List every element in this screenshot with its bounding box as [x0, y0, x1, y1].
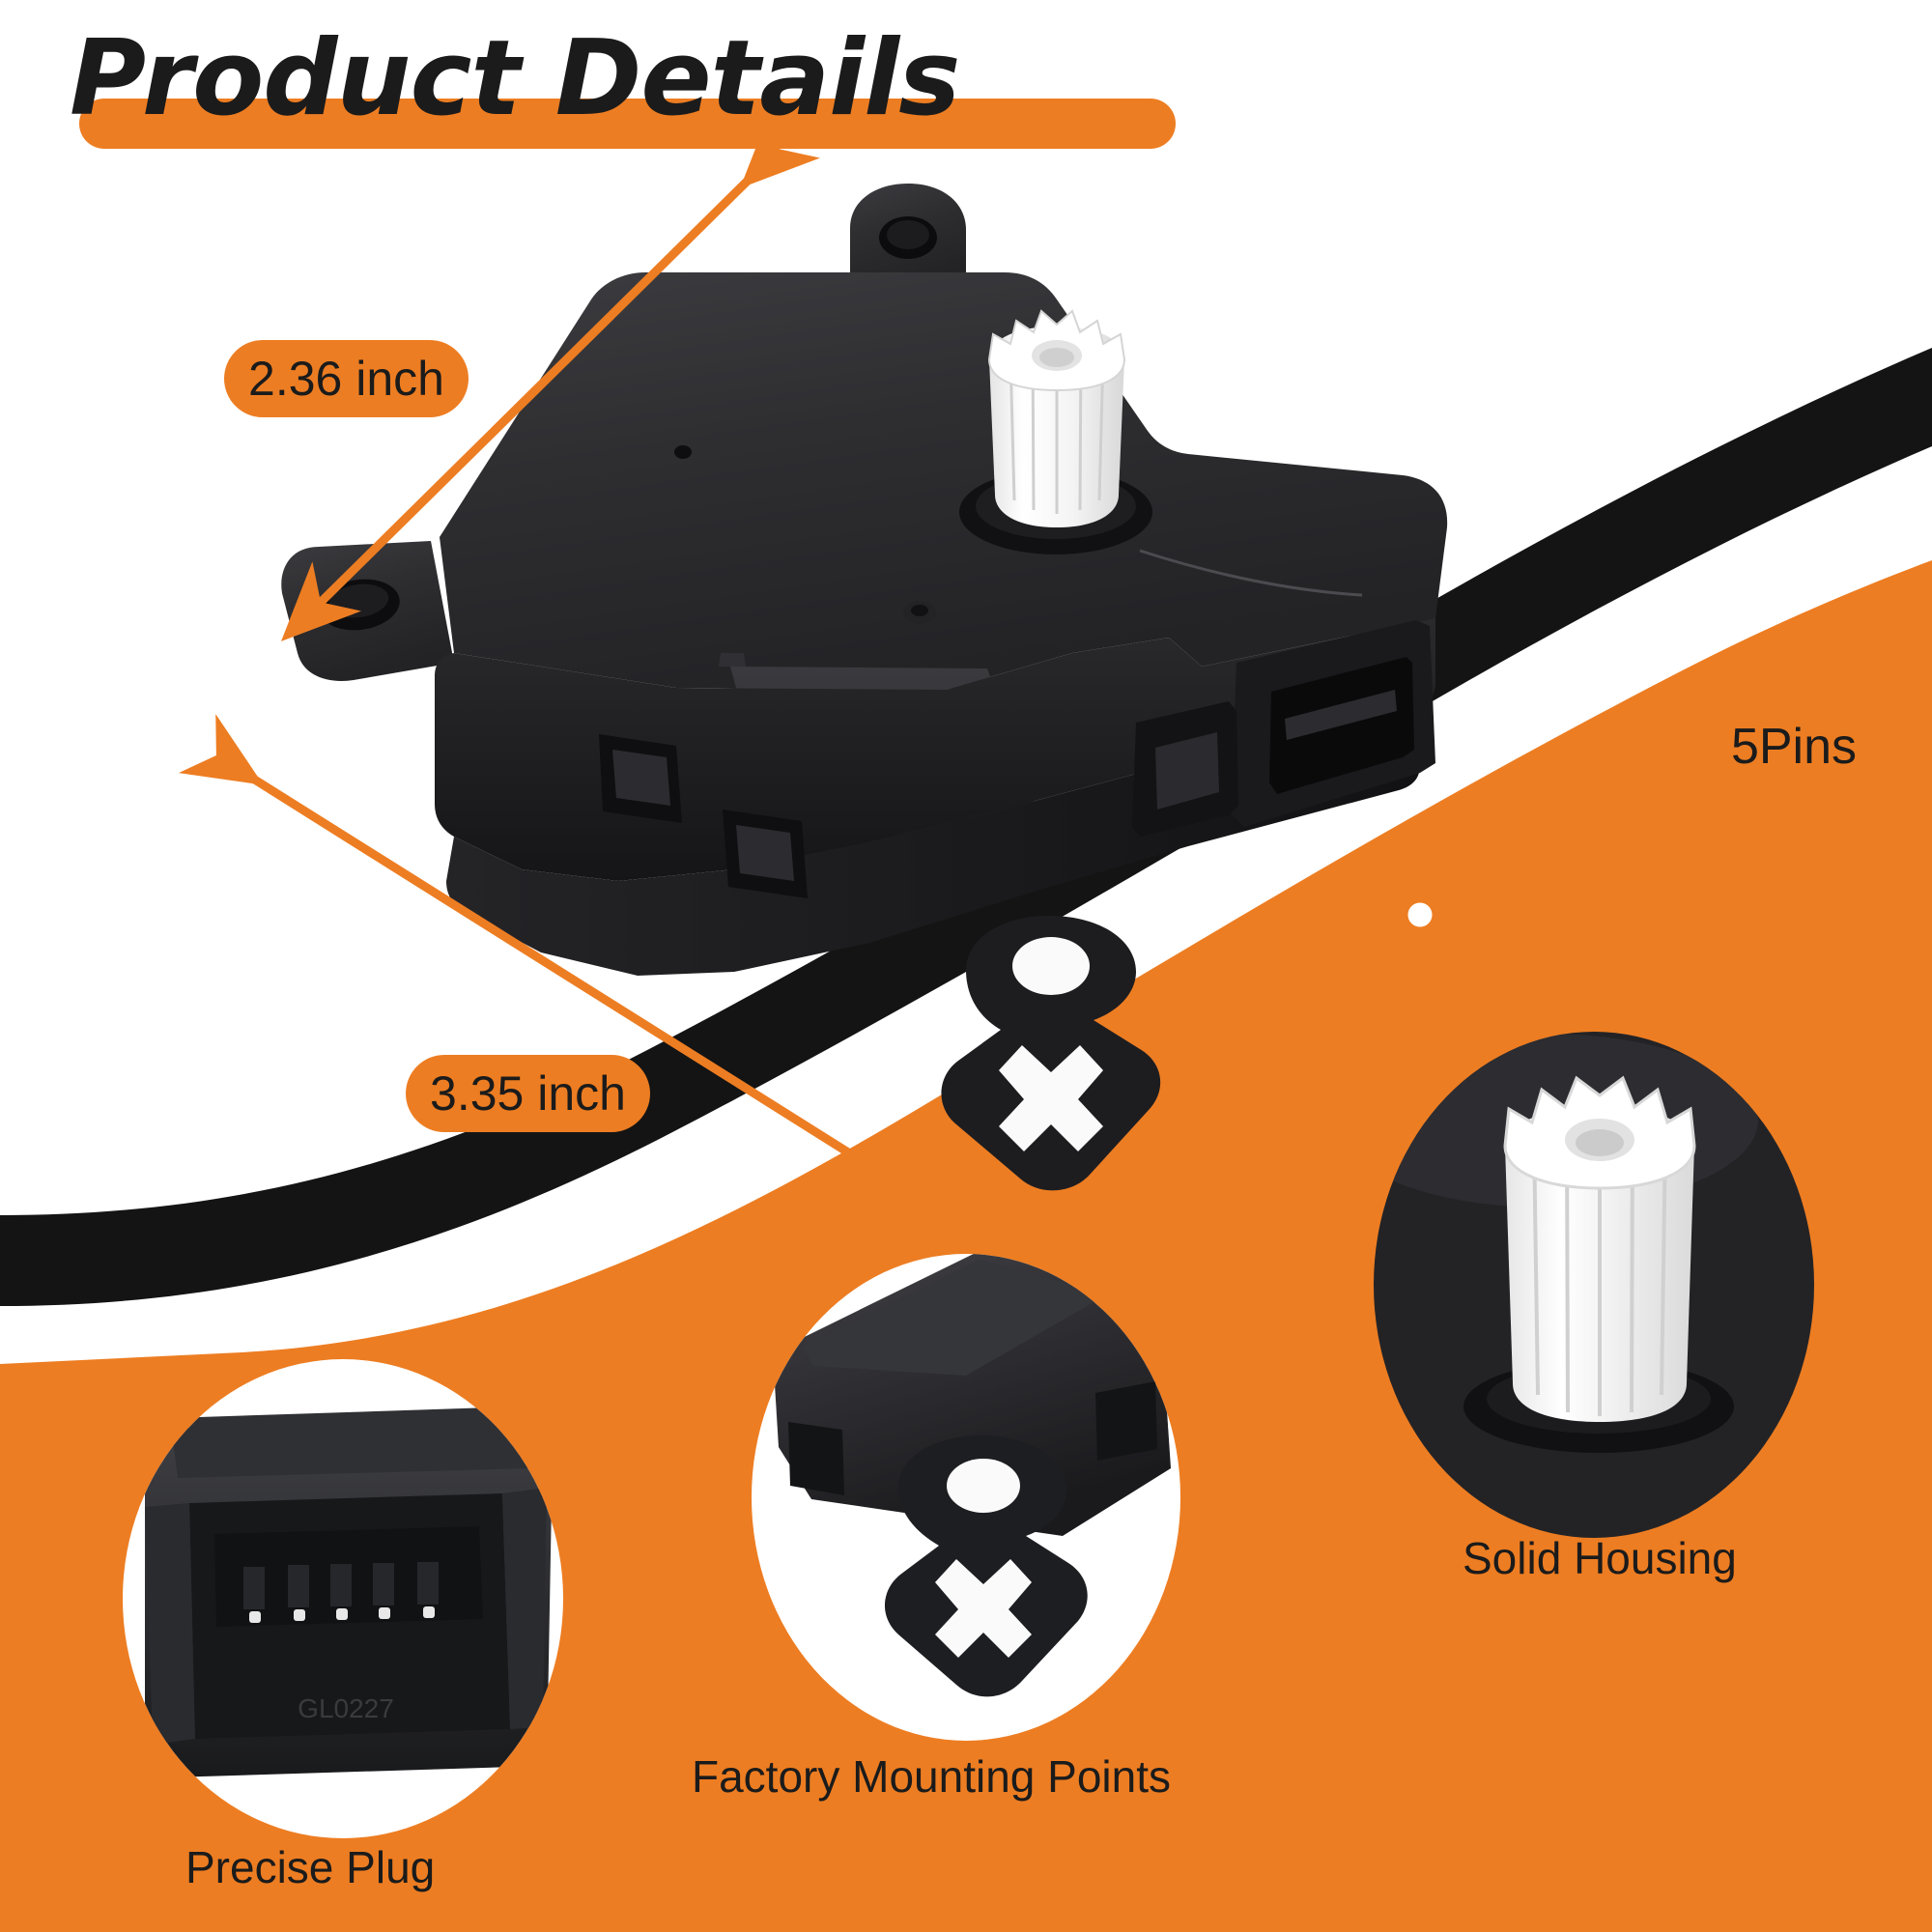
pins-leader-line [1430, 794, 1804, 920]
bubble-content-housing [1374, 1032, 1814, 1538]
plug-left-rail [145, 1503, 195, 1745]
dimension-label-height: 2.36 inch [224, 340, 469, 417]
feature-caption-precise-plug: Precise Plug [185, 1842, 436, 1892]
plug-right-rail [502, 1488, 547, 1729]
plug-upper-shelf [170, 1406, 529, 1478]
mount-x-slot-zoom [935, 1559, 1032, 1658]
pins-leader-marker [1399, 894, 1441, 936]
connector-side-lug-face [1155, 732, 1219, 810]
feature-bubble-precise-plug: GL0227 [118, 1354, 568, 1843]
top-face-screw-hole [911, 605, 928, 616]
mount-hole-zoom [947, 1459, 1020, 1513]
bubble-content-plug: GL0227 [123, 1359, 563, 1838]
surface-scratch [1139, 549, 1363, 597]
mount-clip-lugs [788, 1381, 1157, 1495]
connector-block-5pin [1132, 620, 1435, 837]
plug-pin-blades [243, 1562, 439, 1609]
bubble-content-mounting [752, 1254, 1180, 1741]
plug-marking-text: GL0227 [298, 1693, 394, 1723]
connector-keyway [1285, 690, 1397, 740]
dimension-arrow-height [281, 108, 820, 641]
dimension-label-width: 3.35 inch [406, 1055, 650, 1132]
page-header: Product Details [70, 18, 1176, 149]
feature-bubble-mounting-points [747, 1249, 1185, 1746]
housing-gear-bore-inner [1576, 1129, 1624, 1156]
dimension-arrow-width [178, 714, 1093, 1306]
feature-caption-factory-mounting-points: Factory Mounting Points [692, 1751, 1172, 1802]
callout-label-pins: 5Pins [1690, 703, 1897, 790]
page-title: Product Details [70, 18, 960, 139]
output-gear-white [959, 309, 1152, 554]
mount-hole-top-inner [887, 220, 929, 249]
center-boss [719, 653, 746, 667]
gear-bore-inner [1039, 348, 1074, 367]
plug-pins [249, 1606, 435, 1623]
feature-caption-solid-housing: Solid Housing [1463, 1533, 1737, 1583]
mount-foot-plate-zoom [884, 1435, 1088, 1697]
feature-bubble-solid-housing [1369, 1027, 1819, 1543]
